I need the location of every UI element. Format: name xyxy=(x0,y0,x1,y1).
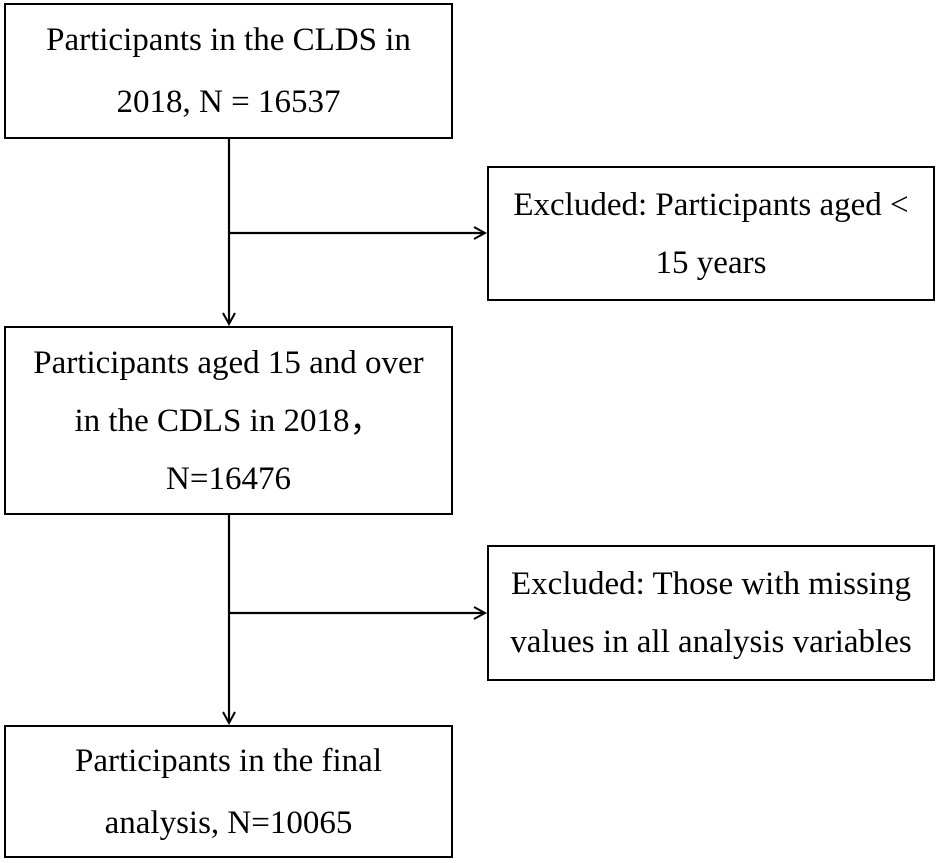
box-excluded-age-line-1: Excluded: Participants aged < xyxy=(513,186,909,223)
box-excluded-missing-values: Excluded: Those with missing values in a… xyxy=(487,545,935,681)
box-participants-clds-2018: Participants in the CLDS in 2018, N = 16… xyxy=(4,3,453,139)
box-final-analysis: Participants in the final analysis, N=10… xyxy=(4,725,453,858)
box-participants-aged-15-over: Participants aged 15 and over in the CDL… xyxy=(4,326,453,515)
box-participants-clds-2018-line-1: Participants in the CLDS in xyxy=(46,22,411,58)
box-excluded-age: Excluded: Participants aged < 15 years xyxy=(487,166,935,301)
box-participants-clds-2018-line-2: 2018, N = 16537 xyxy=(116,84,341,120)
box-participants-aged-15-over-line-1: Participants aged 15 and over xyxy=(33,344,424,381)
box-participants-aged-15-over-line-3: N=16476 xyxy=(166,460,291,497)
box-final-analysis-line-1: Participants in the final xyxy=(74,742,382,779)
box-excluded-missing-values-line-1: Excluded: Those with missing xyxy=(511,566,911,602)
box-excluded-missing-values-line-2: values in all analysis variables xyxy=(510,624,912,660)
box-excluded-age-line-2: 15 years xyxy=(655,244,767,281)
box-participants-aged-15-over-line-2: in the CDLS in 2018， xyxy=(74,402,383,439)
box-final-analysis-line-2: analysis, N=10065 xyxy=(104,804,353,841)
